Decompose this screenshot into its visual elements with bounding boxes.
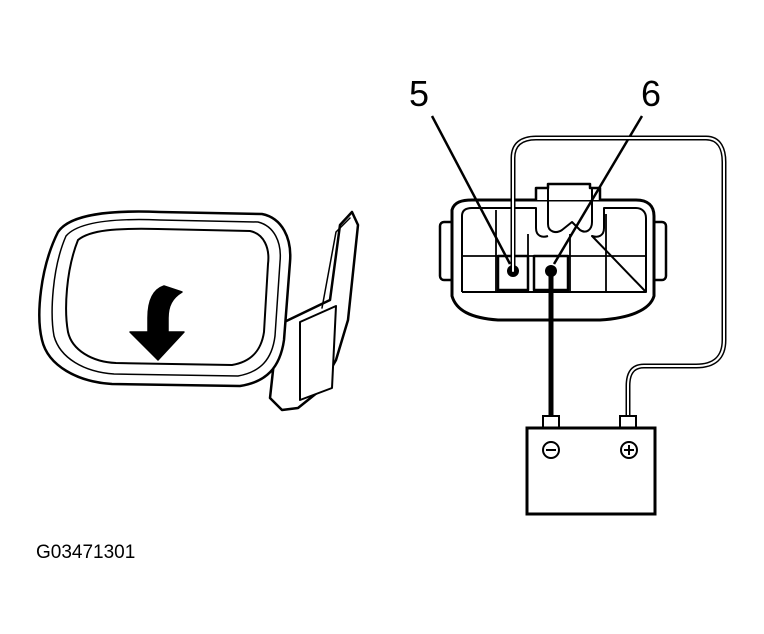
battery [525,415,657,516]
terminal-6-label: 6 [641,73,661,114]
figure-code: G03471301 [36,542,135,563]
terminal-5-label: 5 [409,73,429,114]
mirror-mount-arm [268,210,360,412]
terminal-5-leader [430,115,512,265]
tilt-down-arrow-icon [129,285,185,361]
pin-labels: 5 6 [409,73,661,265]
side-mirror [38,210,360,412]
test-leads [510,135,727,421]
mirror-glass [65,227,270,366]
terminal-6-leader [552,115,644,265]
battery-case [525,426,657,516]
mirror-connector [438,182,668,322]
